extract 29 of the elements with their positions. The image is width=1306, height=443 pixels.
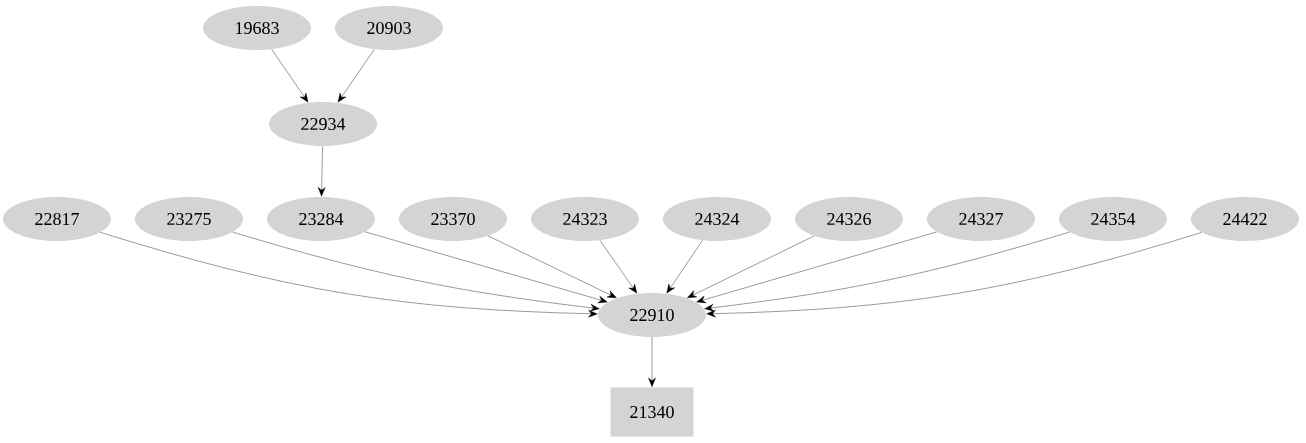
ellipse-node: 23370 <box>399 197 507 241</box>
arrow <box>317 146 326 197</box>
arrow <box>271 49 309 103</box>
ellipse-node: 19683 <box>203 6 311 50</box>
ellipse-node: 24327 <box>927 197 1035 241</box>
arrow <box>666 240 703 294</box>
ellipse-node: 22910 <box>598 293 706 337</box>
ellipse-node: 24323 <box>531 197 639 241</box>
arrow <box>704 231 1070 312</box>
ellipse-node: 22817 <box>3 197 111 241</box>
arrow <box>365 231 608 304</box>
ellipse-node: 23284 <box>267 197 375 241</box>
ellipse-node: 22934 <box>269 102 377 146</box>
arrow <box>487 235 617 299</box>
arrow <box>687 235 815 298</box>
arrow <box>648 337 656 387</box>
ellipse-node: 24326 <box>795 197 903 241</box>
arrow <box>232 231 600 312</box>
ellipse-node: 20903 <box>335 6 443 50</box>
process-box: 21340 <box>610 387 694 437</box>
ellipse-node: 24324 <box>663 197 771 241</box>
ellipse-node: 24354 <box>1059 197 1167 241</box>
arrow <box>706 232 1202 318</box>
arrow <box>599 240 637 294</box>
arrow <box>100 232 598 318</box>
arrow <box>337 49 375 103</box>
ellipse-node: 23275 <box>135 197 243 241</box>
ellipse-node: 24422 <box>1191 197 1299 241</box>
arrow <box>696 231 938 304</box>
